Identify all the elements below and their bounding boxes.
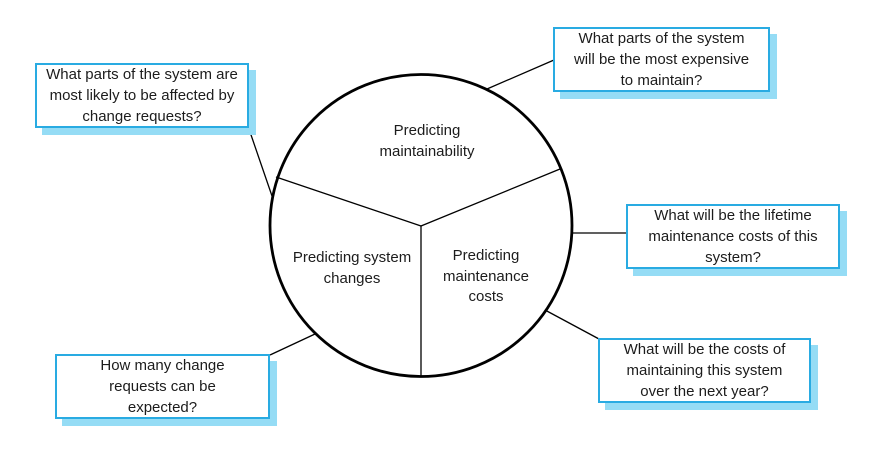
sector-divider-left [275,176,422,227]
callout-most-expensive-parts-text: What parts of the system will be the mos… [573,30,750,89]
sector-label-system-changes: Predicting system changes [292,249,412,287]
sector-label-maintainability: Predicting maintainability [379,122,475,160]
callout-change-affected-parts-text: What parts of the system are most likely… [46,66,238,125]
callout-next-year-costs: What will be the costs of maintaining th… [598,338,811,403]
callout-change-request-count: How many change requests can be expected… [55,354,270,419]
connector-left-callout [248,128,273,197]
sector-divider-right [420,168,561,227]
callout-lifetime-costs-text: What will be the lifetime maintenance co… [648,207,818,266]
callout-change-request-count-text: How many change requests can be expected… [100,357,225,416]
connector-top-right-callout [486,59,555,90]
sector-label-maintenance-costs: Predicting maintenance costs [443,247,529,305]
callout-change-affected-parts: What parts of the system are most likely… [35,63,249,128]
callout-next-year-costs-text: What will be the costs of maintaining th… [623,341,786,400]
callout-lifetime-costs: What will be the lifetime maintenance co… [626,204,840,269]
callout-most-expensive-parts: What parts of the system will be the mos… [553,27,770,92]
connector-bottom-right-callout [544,309,600,340]
connector-bottom-left-callout [269,333,316,356]
